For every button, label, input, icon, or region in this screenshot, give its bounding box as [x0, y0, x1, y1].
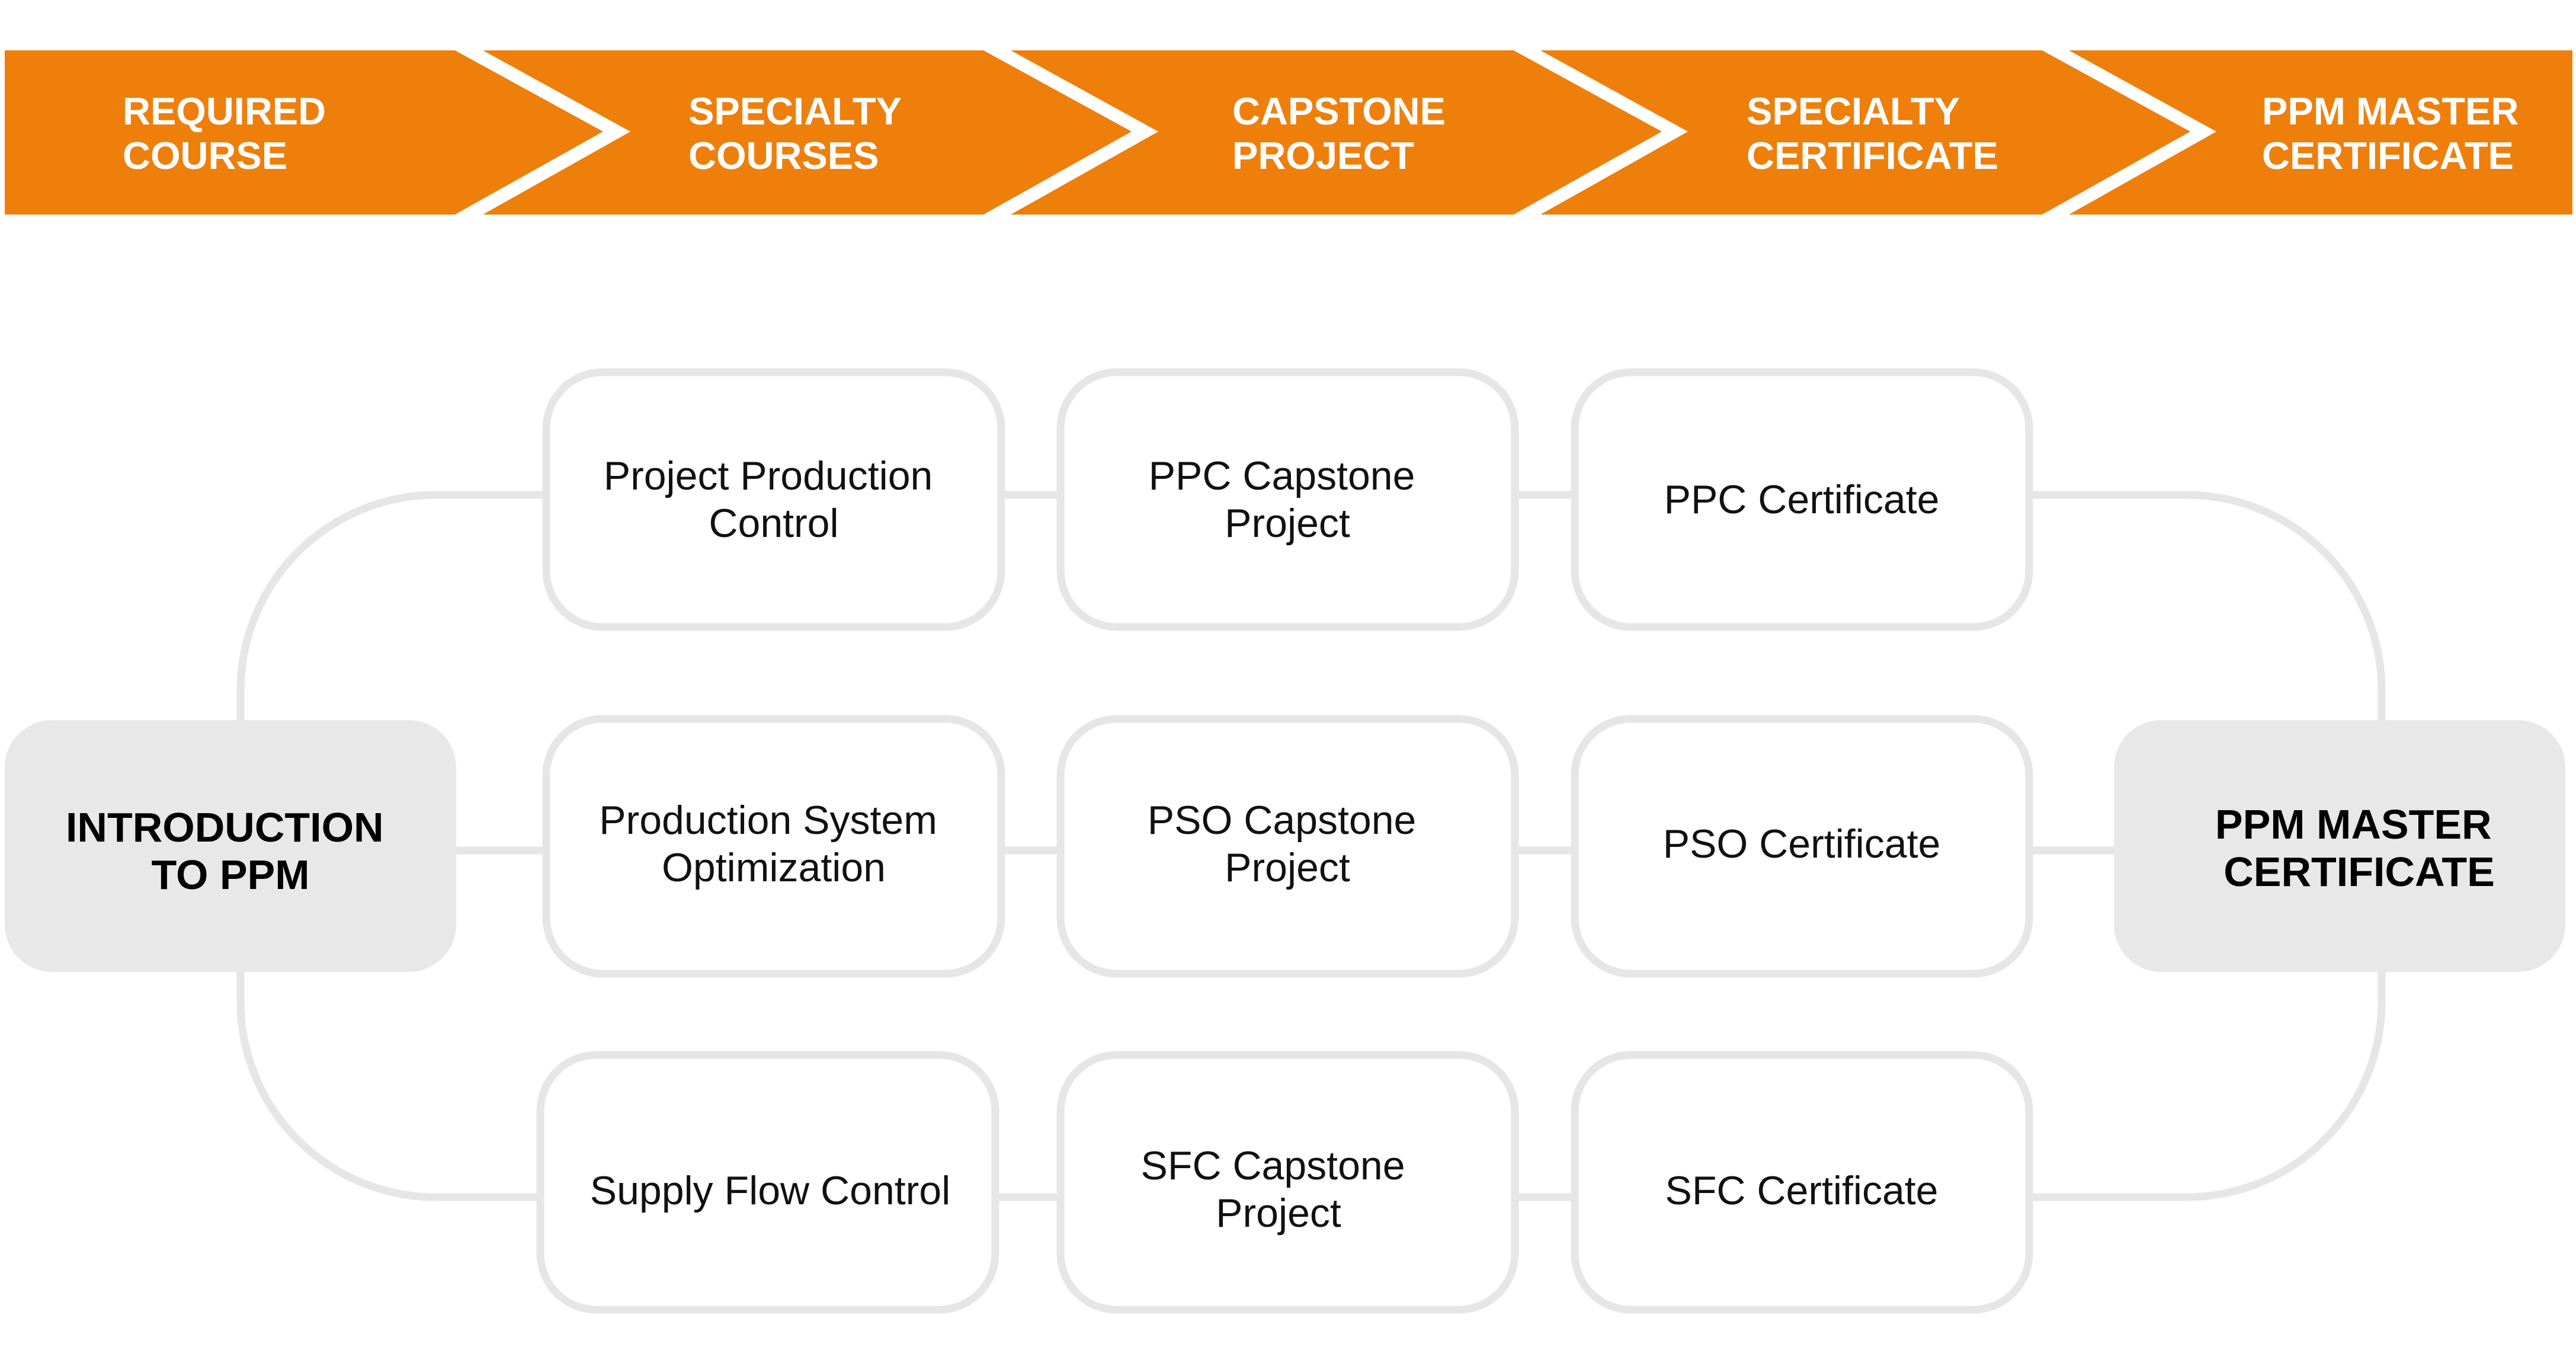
stage-label-1: REQUIRED COURSE — [123, 89, 337, 177]
stage-bar: REQUIRED COURSE SPECIALTY COURSES CAPSTO… — [5, 50, 2572, 215]
capstone-label-pso: PSO Capstone Project — [1148, 798, 1428, 890]
capstone-label-ppc: PPC Capstone Project — [1149, 453, 1427, 546]
course-box-pso — [542, 715, 1005, 978]
start-node: INTRODUCTION TO PPM — [5, 720, 456, 972]
stage-chevron-5 — [2069, 50, 2572, 215]
course-label-ppc: Project Production Control — [604, 453, 944, 546]
course-box-sfc — [536, 1051, 999, 1314]
stage-chevron-4 — [1540, 50, 2190, 215]
stage-label-5: PPM MASTER CERTIFICATE — [2262, 89, 2529, 177]
track-ppc: Project Production Control PPC Capstone … — [542, 368, 2033, 631]
connector-start-bottom — [236, 972, 540, 1201]
connectors — [236, 491, 2386, 1201]
course-label-pso: Production System Optimization — [599, 798, 949, 890]
capstone-box-ppc — [1056, 368, 1519, 631]
course-box-ppc — [542, 368, 1005, 631]
connector-start-top — [236, 491, 546, 720]
end-node-label: PPM MASTER CERTIFICATE — [2215, 801, 2503, 895]
certificate-box-sfc — [1571, 1051, 2033, 1314]
certificate-label-ppc: PPC Certificate — [1664, 477, 1940, 522]
capstone-box-pso — [1056, 715, 1519, 978]
certificate-box-ppc — [1571, 368, 2033, 631]
end-node: PPM MASTER CERTIFICATE — [2114, 720, 2565, 972]
track-pso: Production System Optimization PSO Capst… — [542, 715, 2033, 978]
course-label-sfc: Supply Flow Control — [590, 1168, 950, 1213]
stage-label-3: CAPSTONE PROJECT — [1232, 89, 1456, 177]
stage-chevron-3 — [1011, 50, 1662, 215]
stage-chevron-1 — [5, 50, 603, 215]
capstone-label-sfc: SFC Capstone Project — [1141, 1143, 1417, 1236]
certificate-label-sfc: SFC Certificate — [1665, 1168, 1939, 1213]
stage-label-4: SPECIALTY CERTIFICATE — [1747, 89, 1998, 177]
end-node-box — [2114, 720, 2565, 972]
connector-end-bottom — [2029, 972, 2386, 1201]
certificate-box-pso — [1571, 715, 2033, 978]
connector-end-top — [2029, 491, 2386, 720]
stage-label-2: SPECIALTY COURSES — [688, 89, 912, 177]
start-node-box — [5, 720, 456, 972]
certificate-label-pso: PSO Certificate — [1663, 821, 1941, 866]
track-sfc: Supply Flow Control SFC Capstone Project… — [536, 1051, 2033, 1314]
stage-chevron-2 — [483, 50, 1132, 215]
capstone-box-sfc — [1056, 1051, 1519, 1314]
start-node-label: INTRODUCTION TO PPM — [66, 804, 395, 898]
